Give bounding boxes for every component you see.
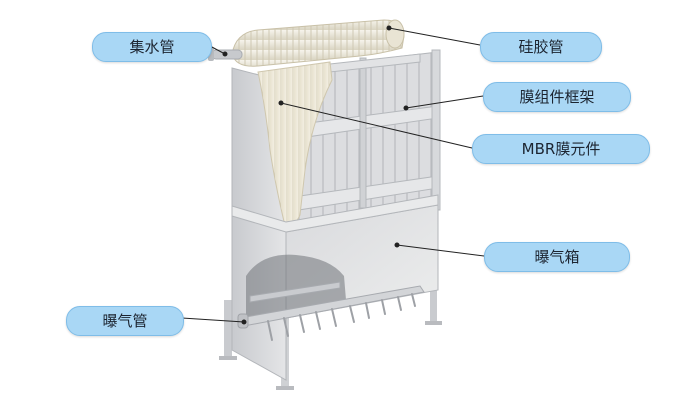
leader-header-pipe bbox=[209, 45, 226, 55]
leader-aeration-pipe bbox=[181, 317, 245, 323]
label-mbr-element: MBR膜元件 bbox=[472, 134, 650, 164]
label-module-frame: 膜组件框架 bbox=[483, 82, 631, 112]
leader-silicone-tube bbox=[388, 27, 481, 46]
aeration-box-top-rim bbox=[231, 194, 439, 233]
aeration-nozzles bbox=[267, 293, 416, 341]
leader-aeration-box bbox=[396, 244, 485, 257]
leader-lines bbox=[181, 25, 485, 325]
label-aeration-box: 曝气箱 bbox=[484, 242, 630, 272]
label-header-pipe: 集水管 bbox=[92, 32, 212, 62]
aeration-pipe bbox=[237, 281, 425, 329]
label-aeration-pipe: 曝气管 bbox=[66, 306, 184, 336]
aeration-box-opening bbox=[246, 254, 346, 318]
label-silicone-tube: 硅胶管 bbox=[480, 32, 602, 62]
leader-mbr-element bbox=[280, 102, 473, 149]
leader-module-frame bbox=[405, 95, 484, 109]
